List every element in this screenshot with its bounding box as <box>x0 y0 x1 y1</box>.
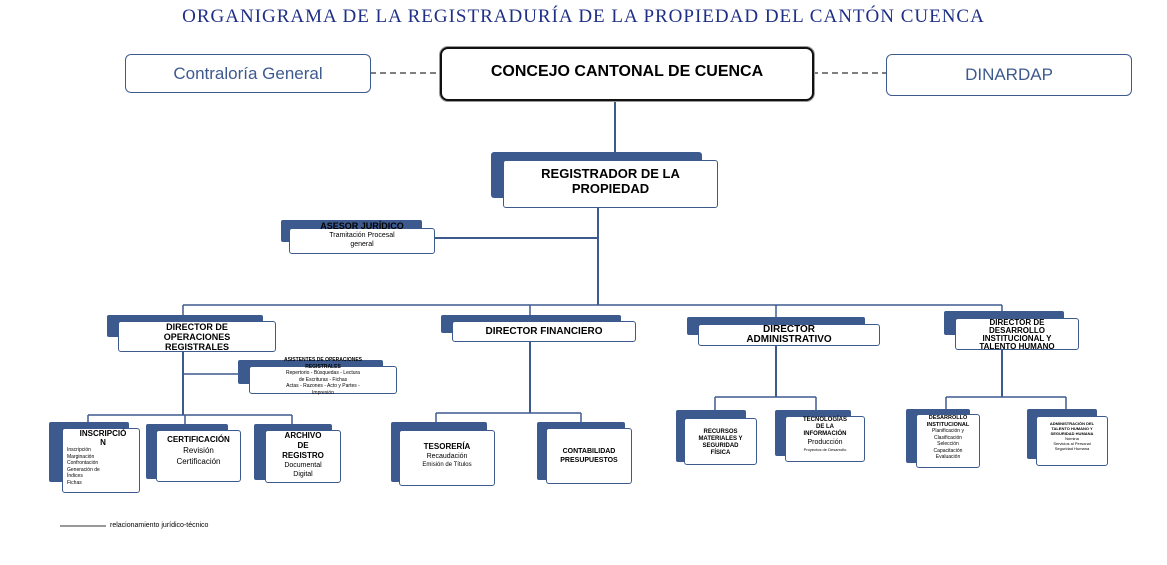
contabilidad-box: CONTABILIDAD PRESUPUESTOS <box>546 428 632 484</box>
operaciones-line1: DIRECTOR DE <box>166 322 228 332</box>
desarrollo-box: DIRECTOR DE DESARROLLO INSTITUCIONAL Y T… <box>955 318 1079 351</box>
asesor-line1: Tramitación Procesal <box>329 232 395 239</box>
operaciones-line2: OPERACIONES <box>163 332 231 342</box>
tesoreria-line2: Emisión de Títulos <box>422 462 472 468</box>
tecnologias-line1: Producción <box>807 439 843 446</box>
talento-title1: ADMINISTRACIÓN DEL <box>1049 421 1095 426</box>
registrador-box: REGISTRADOR DE LA PROPIEDAD <box>503 160 718 208</box>
recursos-title1: RECURSOS <box>703 429 738 435</box>
contabilidad-title1: CONTABILIDAD <box>562 448 616 455</box>
archivo-line2: Digital <box>293 471 313 478</box>
archivo-title2: DE <box>297 441 309 450</box>
contraloria-label: Contraloría General <box>173 64 323 83</box>
dinardap-box: DINARDAP <box>886 54 1132 96</box>
contraloria-box: Contraloría General <box>125 54 371 93</box>
dinardap-label: DINARDAP <box>965 65 1053 84</box>
tecnologias-title3: INFORMACIÓN <box>803 431 847 437</box>
legend: relacionamiento jurídico-técnico <box>60 522 208 529</box>
talento-line1: Nómina <box>1065 436 1079 441</box>
inscripcion-line1: Inscripción <box>67 447 91 453</box>
talento-line3: Seguridad Humana <box>1054 446 1090 451</box>
registrador-line1: REGISTRADOR DE LA <box>541 166 680 181</box>
inscripcion-line4: Generación de <box>67 466 100 473</box>
certificacion-line2: Certificación <box>176 457 221 466</box>
desarrollo-line1: DIRECTOR DE <box>989 318 1045 327</box>
archivo-box: ARCHIVO DE REGISTRO Documental Digital <box>265 430 341 483</box>
asesor-title: ASESOR JURÍDICO <box>320 221 404 231</box>
inscripcion-box: INSCRIPCIÓ N Inscripción Marginación Con… <box>62 428 140 493</box>
archivo-title1: ARCHIVO <box>284 431 322 440</box>
desarrollo-inst-title1: DESARROLLO <box>928 415 968 421</box>
contabilidad-title2: PRESUPUESTOS <box>560 457 618 464</box>
certificacion-title: CERTIFICACIÓN <box>167 435 230 444</box>
certificacion-box: CERTIFICACIÓN Revisión Certificación <box>156 430 241 482</box>
desarrollo-line3: INSTITUCIONAL Y <box>982 334 1052 343</box>
tesoreria-title: TESORERÍA <box>423 442 471 451</box>
talento-line2: Servicios al Personal <box>1053 441 1091 446</box>
desarrollo-inst-line1: Planificación y <box>932 428 964 434</box>
inscripcion-title1: INSCRIPCIÓ <box>79 429 127 438</box>
legend-label: relacionamiento jurídico-técnico <box>110 522 209 529</box>
inscripcion-line6: Fichas <box>67 479 82 486</box>
asistentes-title1: ASISTENTES DE OPERACIONES <box>283 357 363 363</box>
talento-title3: SEGURIDAD HUMANA <box>1050 431 1094 436</box>
inscripcion-line2: Marginación <box>67 453 95 460</box>
asesor-line2: general <box>350 241 374 248</box>
operaciones-line3: REGISTRALES <box>164 342 229 352</box>
desarrollo-line4: TALENTO HUMANO <box>979 342 1055 351</box>
administrativo-line2: ADMINISTRATIVO <box>746 334 832 345</box>
recursos-title2: MATERIALES Y <box>698 436 743 442</box>
desarrollo-inst-title2: INSTITUCIONAL <box>926 421 970 428</box>
recursos-title4: FÍSICA <box>710 450 731 456</box>
administrativo-line1: DIRECTOR <box>762 324 816 335</box>
recursos-box: RECURSOS MATERIALES Y SEGURIDAD FÍSICA <box>684 418 757 465</box>
operaciones-box: DIRECTOR DE OPERACIONES REGISTRALES <box>118 321 276 352</box>
inscripcion-title2: N <box>100 438 106 447</box>
asistentes-line4: Impresión <box>312 389 334 396</box>
financiero-box: DIRECTOR FINANCIERO <box>452 321 636 342</box>
tecnologias-line2: Proyectos de Desarrollo <box>803 447 847 452</box>
administrativo-box: DIRECTOR ADMINISTRATIVO <box>698 324 880 346</box>
registrador-line2: PROPIEDAD <box>571 181 650 196</box>
asistentes-line2: de Escrituras - Fichas <box>298 376 348 383</box>
certificacion-line1: Revisión <box>183 446 214 455</box>
concejo-box: CONCEJO CANTONAL DE CUENCA <box>440 47 814 101</box>
archivo-title3: REGISTRO <box>282 451 324 460</box>
desarrollo-inst-line5: Evaluación <box>935 454 961 460</box>
concejo-label: CONCEJO CANTONAL DE CUENCA <box>490 63 764 80</box>
asistentes-box: ASISTENTES DE OPERACIONES REGISTRALES Re… <box>249 357 397 396</box>
chart-title: ORGANIGRAMA DE LA REGISTRADURÍA DE LA PR… <box>182 6 985 27</box>
asistentes-line1: Repertorio - Búsquedas - Lectura <box>286 370 360 376</box>
tesoreria-line1: Recaudación <box>426 453 468 460</box>
asesor-box: ASESOR JURÍDICO Tramitación Procesal gen… <box>289 221 435 254</box>
desarrollo-line2: DESARROLLO <box>989 326 1045 335</box>
inscripcion-line3: Confrontación <box>67 460 99 466</box>
asistentes-title2: REGISTRALES <box>305 363 341 370</box>
talento-title2: TALENTO HUMANO Y <box>1051 426 1093 431</box>
archivo-line1: Documental <box>284 462 322 469</box>
inscripcion-line5: Índices <box>67 473 83 479</box>
desarrollo-inst-box: DESARROLLO INSTITUCIONAL Planificación y… <box>916 414 980 468</box>
tecnologias-title1: TECNOLOGÍAS <box>802 417 847 423</box>
recursos-title3: SEGURIDAD <box>702 443 739 449</box>
desarrollo-inst-line4: Capacitación <box>933 447 963 454</box>
tesoreria-box: TESORERÍA Recaudación Emisión de Títulos <box>399 430 495 486</box>
asistentes-line3: Actas - Razones - Acto y Partes - <box>286 383 360 389</box>
tecnologias-title2: DE LA <box>816 424 834 430</box>
tecnologias-box: TECNOLOGÍAS DE LA INFORMACIÓN Producción… <box>785 416 865 462</box>
talento-box: ADMINISTRACIÓN DEL TALENTO HUMANO Y SEGU… <box>1036 416 1108 466</box>
desarrollo-inst-line3: Selección <box>937 441 959 447</box>
financiero-label: DIRECTOR FINANCIERO <box>485 326 603 337</box>
desarrollo-inst-line2: Clasificación <box>933 434 963 441</box>
